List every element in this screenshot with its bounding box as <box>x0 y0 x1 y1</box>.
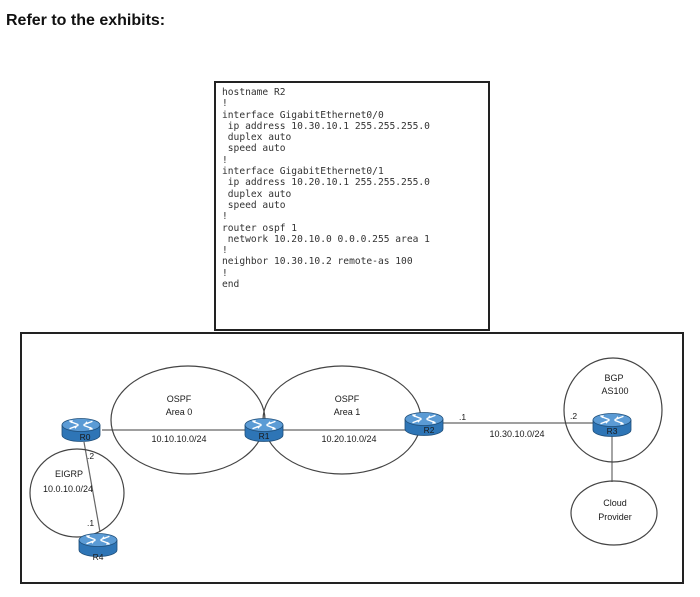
config-line: ! <box>222 98 228 110</box>
config-line: ! <box>222 245 228 257</box>
host-id-r0-eigrp: .2 <box>87 451 94 461</box>
subnet-r1-r2: 10.20.10.0/24 <box>321 434 376 444</box>
ospf-area1-circle <box>262 365 422 475</box>
host-id-r2-side: .1 <box>459 412 466 422</box>
config-line: interface GigabitEthernet0/1 <box>222 166 384 178</box>
ospf-area1-subtitle: Area 1 <box>334 407 361 417</box>
bgp-title: BGP <box>604 373 623 383</box>
router-r1-label: R1 <box>259 431 270 441</box>
config-line: ! <box>222 211 228 223</box>
config-line: speed auto <box>222 199 286 211</box>
cloud-title: Cloud <box>603 498 627 508</box>
config-line: end <box>222 279 240 291</box>
router-r2-label: R2 <box>424 425 435 435</box>
eigrp-subnet: 10.0.10.0/24 <box>43 484 93 494</box>
ospf-area0-circle <box>110 365 266 475</box>
page-heading: Refer to the exhibits: <box>6 12 166 29</box>
host-id-r3-side: .2 <box>570 411 577 421</box>
config-line: ip address 10.20.10.1 255.255.255.0 <box>222 177 430 189</box>
bgp-as: AS100 <box>601 386 628 396</box>
ospf-area0-subtitle: Area 0 <box>166 407 193 417</box>
config-line: hostname R2 <box>222 87 286 98</box>
eigrp-title: EIGRP <box>55 469 83 479</box>
cloud-provider-circle <box>570 480 658 546</box>
router-config-exhibit: hostname R2 ! interface GigabitEthernet0… <box>214 81 490 331</box>
network-topology-diagram: R0 R1 R2 R3 R4 OSPF Area 0 OSPF Area 1 E… <box>20 332 684 584</box>
config-line: speed auto <box>222 143 286 155</box>
config-line: neighbor 10.30.10.2 remote-as 100 <box>222 256 413 268</box>
ospf-area0-title: OSPF <box>167 394 192 404</box>
config-line: duplex auto <box>222 188 292 200</box>
config-line: interface GigabitEthernet0/0 <box>222 109 384 121</box>
config-line: router ospf 1 <box>222 222 298 234</box>
cloud-subtitle: Provider <box>598 512 632 522</box>
config-line: ! <box>222 267 228 279</box>
config-line: duplex auto <box>222 132 292 144</box>
link-r0-r4 <box>83 441 101 533</box>
config-line: ip address 10.30.10.1 255.255.255.0 <box>222 120 430 132</box>
host-id-r4-eigrp: .1 <box>87 518 94 528</box>
config-line: network 10.20.10.0 0.0.0.255 area 1 <box>222 233 430 245</box>
eigrp-area-circle <box>29 448 125 538</box>
router-r4-label: R4 <box>93 552 104 562</box>
ospf-area1-title: OSPF <box>335 394 360 404</box>
subnet-r2-r3: 10.30.10.0/24 <box>489 429 544 439</box>
config-line: ! <box>222 154 228 166</box>
router-r0-label: R0 <box>80 432 91 442</box>
router-r3-label: R3 <box>607 426 618 436</box>
bgp-area-circle <box>563 357 663 463</box>
subnet-r0-r1: 10.10.10.0/24 <box>151 434 206 444</box>
